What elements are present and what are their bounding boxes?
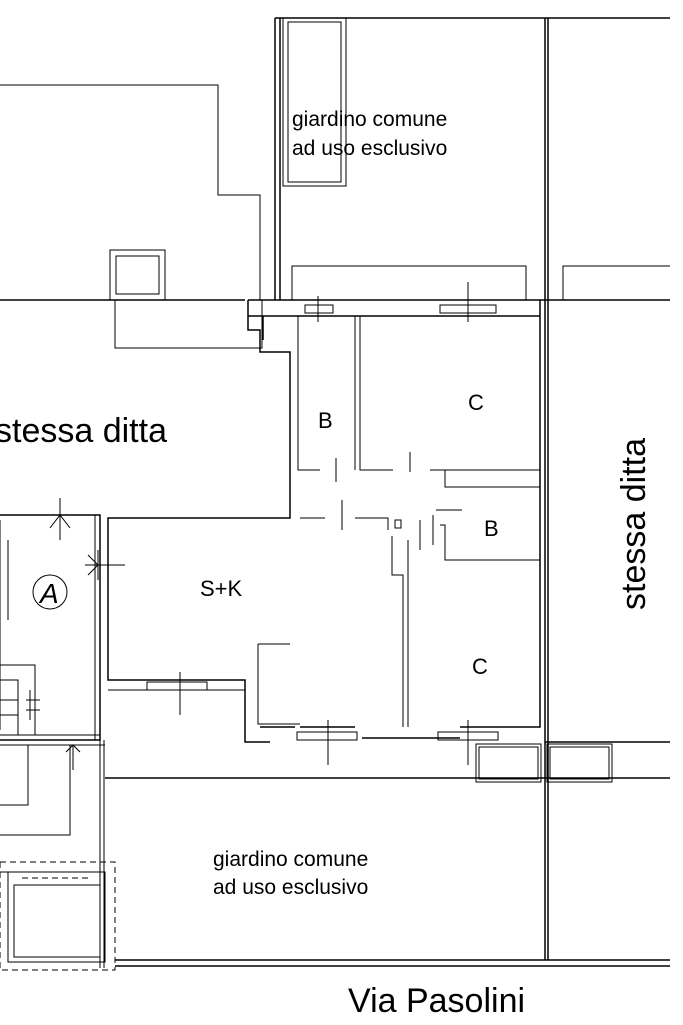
plan-labels: giardino comune ad uso esclusivo stessa … [0,108,653,1020]
garden-bottom-label-line1: giardino comune [213,848,368,871]
garden-top-label-line2: ad uso esclusivo [292,137,447,160]
windows [146,282,499,765]
left-neighbor-label: stessa ditta [0,412,167,450]
neighbor-outline-upper-left [0,84,263,349]
room-label-bath-upper: B [318,408,333,433]
room-label-bedroom-upper: C [468,390,484,415]
interior-walls [108,316,540,727]
room-label-bedroom-lower: C [472,654,488,679]
room-label-bath-lower: B [484,516,499,541]
unit-a-outline [0,498,125,968]
garden-bottom-label-line2: ad uso esclusivo [213,876,368,899]
garden-planter-top [282,17,347,187]
garden-top-label-line1: giardino comune [292,108,447,131]
apartment-walls [107,299,541,743]
bottom-boxes [475,743,613,783]
utility-box-bottom-left [0,861,116,971]
right-neighbor-label: stessa ditta [615,438,653,610]
street-label: Via Pasolini [348,982,525,1020]
unit-a-marker-circle [32,574,68,610]
terrace-outline [291,265,670,300]
unit-a-marker-label: A [38,578,59,609]
door-marks [335,452,462,550]
room-label-living-kitchen: S+K [200,576,243,601]
